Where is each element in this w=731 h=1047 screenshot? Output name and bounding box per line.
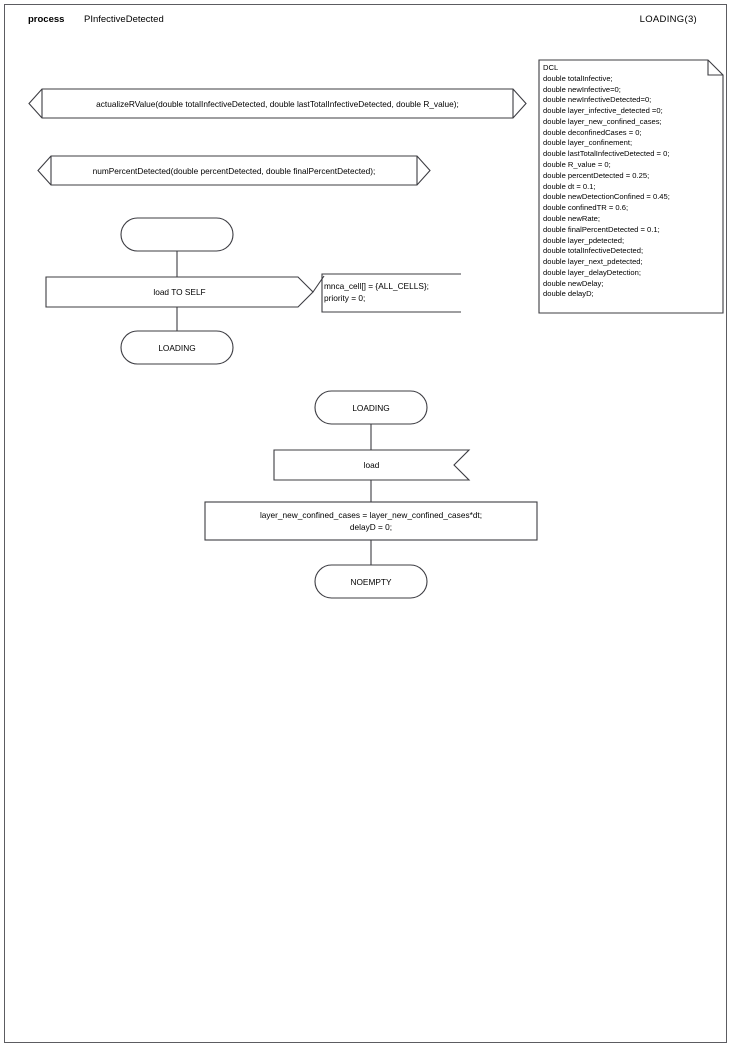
comment-text: mnca_cell[] = {ALL_CELLS}; priority = 0; [324, 281, 429, 304]
input-load-label: load [363, 460, 380, 470]
procedure-actualize-rvalue-shape[interactable] [28, 88, 527, 119]
procedure-actualize-rvalue-label: actualizeRValue(double totalInfectiveDet… [96, 98, 459, 109]
procedure-num-percent-detected-label: numPercentDetected(double percentDetecte… [92, 165, 376, 176]
comment-bracket-shape [321, 273, 461, 313]
state-loading-label: LOADING [352, 402, 390, 413]
task-block-shape[interactable] [204, 501, 538, 541]
dcl-block-shape [538, 59, 724, 314]
output-load-to-self-label: load TO SELF [153, 287, 206, 297]
start-state-label [121, 218, 233, 251]
header-page-label: LOADING(3) [639, 14, 697, 25]
dcl-block-text: DCL double totalInfective; double newInf… [543, 63, 670, 299]
nextstate-noempty-label: NOEMPTY [350, 576, 392, 587]
output-load-to-self-shape[interactable] [45, 276, 314, 308]
input-load-shape[interactable] [273, 449, 471, 481]
procedure-num-percent-detected-shape[interactable] [37, 155, 431, 186]
nextstate-loading-label: LOADING [158, 342, 196, 353]
task-block-text: layer_new_confined_cases = layer_new_con… [259, 509, 483, 532]
header-process-name: PInfectiveDetected [84, 14, 164, 25]
nextstate-loading-shape[interactable] [120, 330, 234, 365]
diagram-header: process PInfectiveDetected LOADING(3) [0, 14, 731, 32]
header-keyword: process [28, 14, 65, 25]
nextstate-noempty-shape[interactable] [314, 564, 428, 599]
